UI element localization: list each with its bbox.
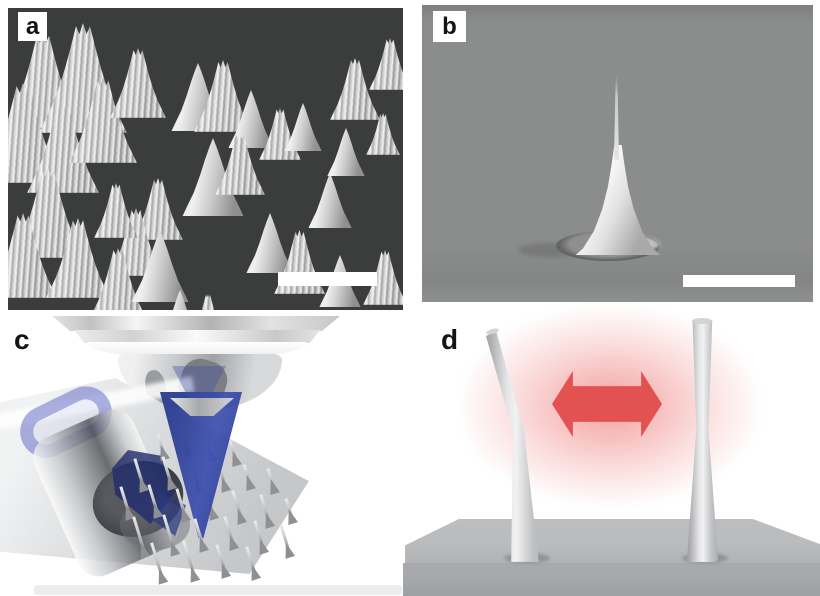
stage-top-face [405, 519, 820, 563]
conical-tip-needle [614, 75, 619, 160]
panel-a-sem-array: a [8, 8, 403, 310]
panel-a-label-box: a [18, 12, 47, 41]
needle [223, 516, 236, 548]
needle [193, 518, 206, 550]
pillar-top-cap [692, 318, 712, 324]
needle [215, 544, 228, 576]
objective-body-upper [52, 316, 340, 331]
stage-edge-band [34, 585, 402, 595]
needle [245, 546, 258, 578]
sem-cone [194, 294, 222, 310]
sem-cone [94, 183, 138, 238]
scale-bar-a [278, 272, 377, 286]
panel-b-label: b [442, 12, 457, 40]
needle [162, 514, 177, 554]
sem-cone [308, 173, 352, 228]
needle-array-front [108, 428, 308, 582]
objective-body-lower [73, 330, 321, 343]
sem-cone [327, 128, 365, 176]
needle [253, 520, 266, 552]
panel-b-label-box: b [433, 11, 466, 42]
needle [279, 524, 292, 556]
panel-b-sem-single-tip: b [422, 5, 813, 302]
panel-a-label: a [25, 12, 40, 40]
sem-cone [369, 38, 403, 90]
stage-front-face [403, 563, 820, 596]
needle [132, 516, 147, 556]
scale-bar-b [683, 275, 795, 287]
objective-nose-tip [170, 398, 234, 416]
needle [182, 540, 197, 580]
panel-c-label: c [14, 324, 30, 355]
sem-cone [110, 48, 166, 118]
panel-d-label: d [441, 324, 459, 355]
needle [150, 542, 165, 582]
sem-cone [284, 103, 322, 151]
